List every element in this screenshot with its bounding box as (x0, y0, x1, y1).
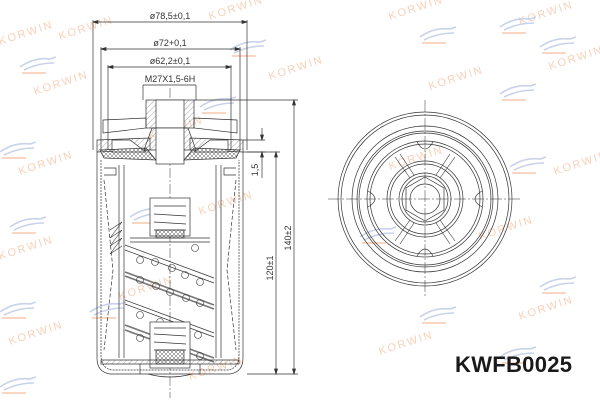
dimension-gasket-outer (99, 47, 242, 150)
svg-text:KORWIN: KORWIN (517, 294, 575, 323)
svg-text:KORWIN: KORWIN (552, 149, 600, 178)
svg-text:KORWIN: KORWIN (7, 319, 65, 348)
outer-diameter-label: ø78,5±0,1 (150, 11, 190, 21)
dimension-body-height (247, 150, 298, 376)
dimension-thread (142, 84, 197, 100)
svg-text:KORWIN: KORWIN (197, 189, 255, 218)
svg-text:KORWIN: KORWIN (17, 149, 75, 178)
filter-section-view (96, 88, 244, 398)
filter-top-view (328, 100, 522, 298)
svg-text:KORWIN: KORWIN (0, 19, 55, 48)
part-number: KWFB0025 (455, 352, 573, 377)
dimension-gasket-inner (106, 65, 233, 150)
gasket-outer-diameter-label: ø72+0,1 (153, 38, 186, 48)
svg-text:KORWIN: KORWIN (267, 54, 325, 83)
svg-text:KORWIN: KORWIN (547, 44, 600, 73)
svg-text:KORWIN: KORWIN (377, 329, 435, 358)
svg-text:KORWIN: KORWIN (207, 0, 265, 23)
svg-text:KORWIN: KORWIN (117, 274, 175, 303)
svg-text:KORWIN: KORWIN (57, 14, 115, 43)
total-height-label: 140±2 (283, 226, 293, 251)
dimension-outer-diameter (91, 20, 249, 150)
body-height-label: 120±1 (265, 256, 275, 281)
thread-label: M27X1,5-6H (145, 74, 196, 84)
svg-text:KORWIN: KORWIN (187, 354, 245, 383)
gasket-height-label: 1,5 (250, 164, 260, 177)
gasket-inner-diameter-label: ø62,2±0,1 (150, 56, 190, 66)
dimension-total-height (194, 98, 298, 376)
svg-text:KORWIN: KORWIN (387, 0, 445, 23)
svg-text:KORWIN: KORWIN (427, 64, 485, 93)
svg-text:KORWIN: KORWIN (0, 234, 55, 263)
svg-text:KORWIN: KORWIN (477, 214, 535, 243)
